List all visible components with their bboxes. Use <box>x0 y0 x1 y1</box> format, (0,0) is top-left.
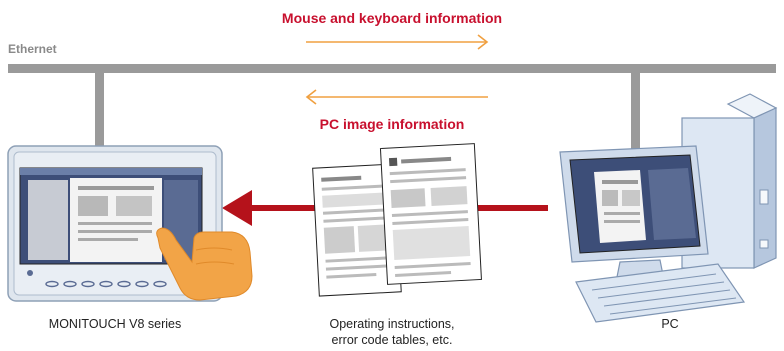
ethernet-bus <box>8 64 776 73</box>
ethernet-label: Ethernet <box>8 42 57 56</box>
pc-monitor-illustration <box>559 145 709 283</box>
arrow-right-icon <box>306 34 489 50</box>
mouse-keyboard-info-label: Mouse and keyboard information <box>281 10 503 26</box>
keyboard-icon <box>575 263 746 323</box>
documents-caption-line2: error code tables, etc. <box>331 333 453 347</box>
monitouch-caption: MONITOUCH V8 series <box>48 317 182 331</box>
ethernet-drop-pc <box>631 73 640 153</box>
arrow-left-icon <box>305 89 488 105</box>
hand-icon <box>156 227 253 301</box>
pc-caption: PC <box>661 317 679 331</box>
ethernet-drop-monitouch <box>95 73 104 155</box>
documents-illustration <box>312 143 482 297</box>
documents-caption-line1: Operating instructions, <box>329 317 455 331</box>
documents-caption: Operating instructions, error code table… <box>300 316 484 348</box>
pc-image-info-label: PC image information <box>319 116 465 132</box>
